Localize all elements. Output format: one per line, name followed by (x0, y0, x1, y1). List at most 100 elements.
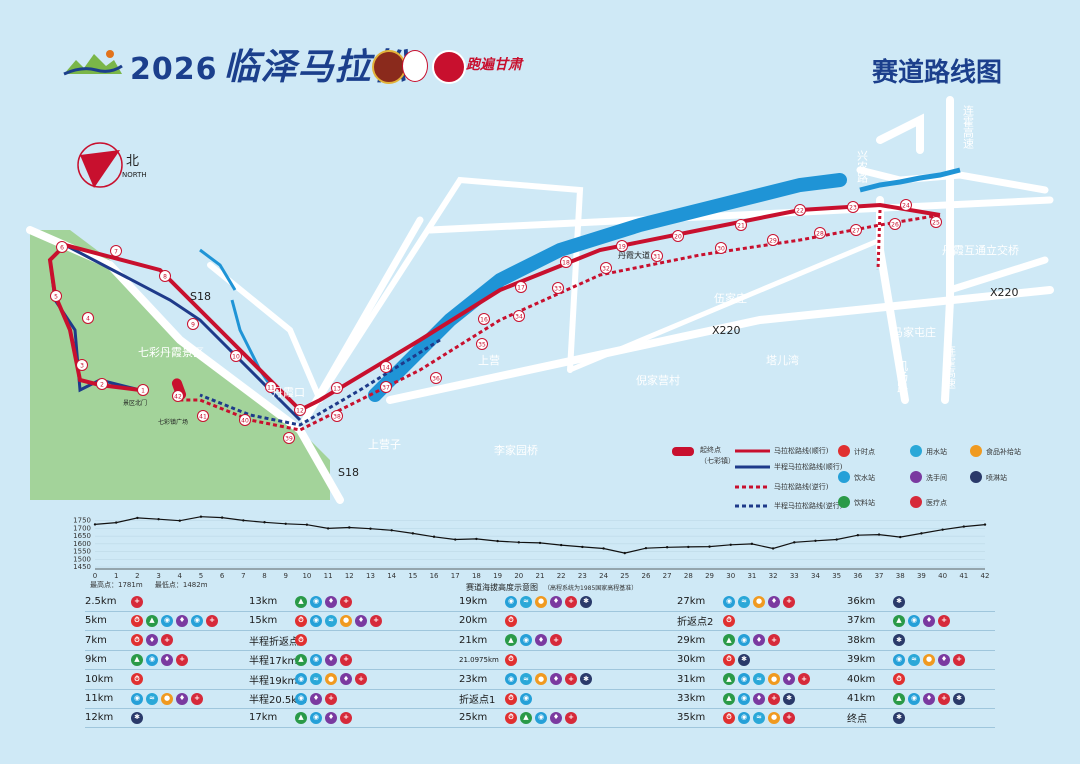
station-km: 折返点1 (459, 695, 496, 706)
km-marker-circle (651, 250, 663, 262)
km-marker-label: 3 (80, 362, 84, 369)
label-qicai-plaza: 七彩镇广场 (158, 418, 188, 426)
profile-x-tick: 12 (345, 572, 354, 580)
station-cell: 终点✱ (847, 708, 908, 727)
km-marker-label: 18 (562, 259, 570, 266)
profile-x-tick: 20 (514, 572, 523, 580)
profile-x-tick: 32 (769, 572, 778, 580)
profile-x-tick: 39 (917, 572, 926, 580)
timing-icon: ⏱ (295, 634, 307, 647)
km-marker-label: 21 (737, 222, 745, 229)
food-icon: ● (768, 673, 780, 686)
km-marker-circle (476, 338, 488, 350)
max-elevation: 最高点：1781m (90, 581, 143, 589)
marathon-route-out (47, 202, 941, 413)
water-icon: ≈ (325, 614, 337, 627)
km-marker-circle (82, 312, 94, 324)
half-route-back (199, 338, 441, 427)
medical-icon: + (565, 595, 577, 608)
elevation-point (369, 527, 372, 530)
water-icon: ≈ (753, 673, 765, 686)
km-marker-label: 1 (141, 387, 145, 394)
km-marker-label: 20 (674, 233, 682, 240)
legend-marathon-out: 马拉松路线(顺行) (774, 446, 829, 455)
station-km: 21km (459, 634, 488, 646)
drink-icon: ◉ (723, 595, 735, 608)
km-marker-circle (265, 381, 277, 393)
profile-x-tick: 4 (178, 572, 183, 580)
table-row (85, 670, 995, 690)
km-marker-circle (110, 245, 122, 257)
toilet-icon: ♦ (161, 653, 173, 666)
elevation-points (93, 515, 987, 555)
energy-icon: ▲ (893, 614, 905, 627)
energy-icon: ▲ (295, 711, 307, 724)
profile-x-tick: 42 (981, 572, 990, 580)
label-danxiakou: 丹霞口 (272, 386, 305, 399)
drink-icon: ◉ (191, 614, 203, 627)
km-marker-label: 5 (54, 293, 58, 300)
medical-icon: + (191, 692, 203, 705)
drink-icon: ◉ (310, 711, 322, 724)
profile-x-tick: 30 (726, 572, 735, 580)
toilet-icon: ♦ (768, 595, 780, 608)
station-cell: 21.0975km⏱ (459, 650, 520, 669)
km-marker-circle (767, 234, 779, 246)
energy-icon: ▲ (295, 595, 307, 608)
elevation-point (475, 537, 478, 541)
station-cell: 半程20.5km◉♦+ (249, 689, 340, 708)
km-marker-circle (889, 218, 901, 230)
elevation-point (114, 521, 118, 524)
water-icon: ≈ (520, 595, 532, 608)
timing-icon: ⏱ (131, 614, 143, 627)
timing-icon: ⏱ (505, 692, 517, 705)
km-marker-circle (294, 404, 306, 416)
toilet-icon: ♦ (325, 653, 337, 666)
label-lijiayuanqiao: 李家园桥 (494, 443, 538, 457)
km-marker-circle (600, 262, 612, 274)
toilet-icon: ♦ (753, 634, 765, 647)
compass-north-en: NORTH (122, 171, 147, 179)
km-marker-circle (478, 313, 490, 325)
profile-x-tick: 33 (790, 572, 799, 580)
km-marker-label: 41 (199, 413, 207, 420)
profile-x-tick: 17 (451, 572, 460, 580)
km-marker-label: 14 (382, 364, 390, 371)
km-marker-circle (96, 378, 108, 390)
river-branch-2 (199, 248, 237, 291)
profile-x-tick: 16 (430, 572, 439, 580)
km-marker-circle (230, 350, 242, 362)
profile-x-tick: 25 (620, 572, 629, 580)
elevation-point (962, 525, 966, 528)
energy-icon: ▲ (146, 614, 158, 627)
elevation-point (920, 532, 923, 535)
profile-x-tick: 18 (472, 572, 481, 580)
food-icon: ● (535, 673, 547, 686)
km-marker-circle (76, 359, 88, 371)
station-km: 终点 (847, 714, 867, 726)
km-marker-label: 4 (86, 315, 90, 322)
label-s18-a: S18 (190, 290, 211, 303)
timing-icon: ⏱ (295, 614, 307, 627)
station-km: 35km (677, 712, 706, 724)
elevation-point (559, 543, 563, 547)
compass: 北 NORTH (77, 142, 147, 188)
station-cell: 25km⏱▲◉♦+ (459, 708, 580, 727)
event-logo (63, 50, 123, 76)
profile-x-tick: 28 (684, 572, 693, 580)
km-marker-label: 6 (60, 244, 64, 251)
timing-icon: ⏱ (505, 614, 517, 627)
profile-grid (95, 520, 985, 570)
station-cell: 21km▲◉♦+ (459, 631, 565, 650)
label-nijiayingcun: 倪家营村 (636, 373, 680, 387)
table-row (85, 631, 995, 651)
medical-icon: + (783, 711, 795, 724)
km-marker-circle (283, 432, 295, 444)
elevation-point (454, 538, 457, 541)
profile-note: （高程系统为1985国家高程基准） (544, 585, 638, 592)
km-marker-circle (137, 384, 149, 396)
profile-x-tick: 22 (557, 572, 566, 580)
elevation-point (242, 519, 245, 522)
km-marker-label: 27 (852, 227, 860, 234)
elevation-point (284, 522, 287, 525)
